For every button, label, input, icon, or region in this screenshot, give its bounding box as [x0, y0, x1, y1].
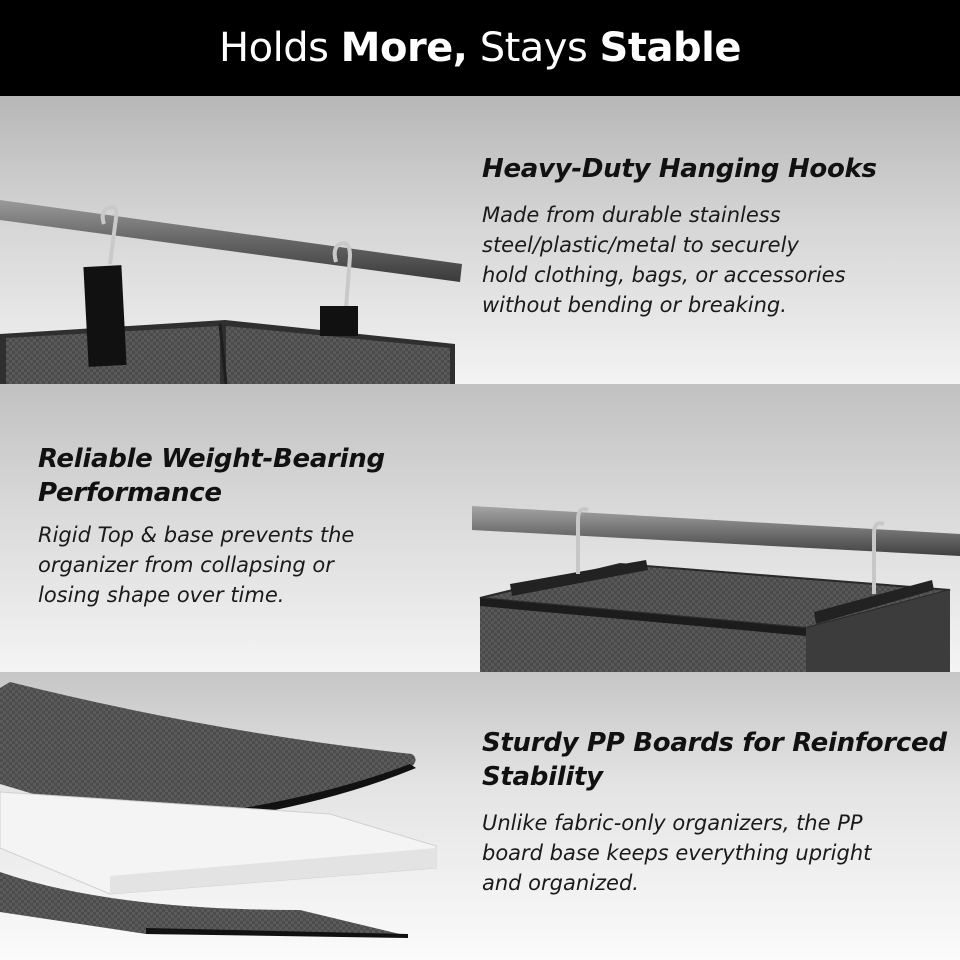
description-line: Unlike fabric-only organizers, the PP: [482, 811, 863, 835]
title-line: Sturdy PP Boards for Reinforced: [482, 728, 947, 758]
header-word-more: More,: [340, 25, 468, 71]
hook-right: [872, 521, 885, 594]
hook-strap-left: [83, 265, 127, 367]
feature-section-weight: Reliable Weight-Bearing Performance Rigi…: [0, 384, 960, 672]
top-rail-left: [510, 560, 648, 596]
organizer-side-panel: [806, 590, 950, 672]
description-line: losing shape over time.: [38, 583, 285, 607]
header-word-stays: Stays: [479, 25, 588, 71]
description-line: Rigid Top & base prevents the: [38, 523, 355, 547]
description-line: hold clothing, bags, or accessories: [482, 263, 846, 287]
description-line: Made from durable stainless: [482, 203, 781, 227]
feature-text-hooks: Heavy-Duty Hanging Hooks Made from durab…: [482, 152, 952, 320]
feature-text-weight: Reliable Weight-Bearing Performance Rigi…: [38, 442, 458, 610]
description-line: steel/plastic/metal to securely: [482, 233, 799, 257]
description-line: board base keeps everything upright: [482, 841, 872, 865]
feature-section-hooks: Heavy-Duty Hanging Hooks Made from durab…: [0, 96, 960, 384]
description-line: without bending or breaking.: [482, 293, 787, 317]
clothing-rod: [472, 506, 960, 556]
feature-title: Heavy-Duty Hanging Hooks: [482, 154, 877, 184]
feature-text-boards: Sturdy PP Boards for Reinforced Stabilit…: [482, 726, 952, 898]
description-line: organizer from collapsing or: [38, 553, 334, 577]
hook-left: [100, 205, 119, 265]
feature-title: Sturdy PP Boards for Reinforced Stabilit…: [482, 726, 952, 794]
rigid-top-illustration: [472, 506, 960, 672]
header-word-stable: Stable: [599, 25, 742, 71]
organizer-front-panel: [480, 598, 806, 672]
feature-section-boards: Sturdy PP Boards for Reinforced Stabilit…: [0, 672, 960, 960]
pp-boards-illustration: [0, 682, 437, 938]
feature-description: Made from durable stainless steel/plasti…: [482, 200, 952, 320]
clothing-rod: [0, 200, 462, 282]
fabric-layer-bottom: [0, 872, 408, 936]
page-header: Holds More, Stays Stable: [0, 0, 960, 96]
hook-left: [576, 507, 589, 574]
feature-description: Unlike fabric-only organizers, the PP bo…: [482, 808, 952, 898]
fabric-layer-top: [0, 682, 416, 826]
hanging-hooks-illustration: [0, 200, 462, 384]
organizer-side-panel: [226, 326, 450, 384]
header-word-holds: Holds: [219, 25, 329, 71]
top-rail-right: [814, 580, 934, 624]
description-line: and organized.: [482, 871, 639, 895]
title-line: Stability: [482, 762, 603, 792]
title-line: Performance: [38, 478, 222, 508]
hook-strap-right: [320, 306, 358, 336]
fabric-layer-bottom-edge: [146, 928, 408, 938]
feature-description: Rigid Top & base prevents the organizer …: [38, 520, 458, 610]
hook-right: [332, 241, 353, 309]
feature-title: Reliable Weight-Bearing Performance: [38, 442, 458, 510]
title-line: Reliable Weight-Bearing: [38, 444, 385, 474]
